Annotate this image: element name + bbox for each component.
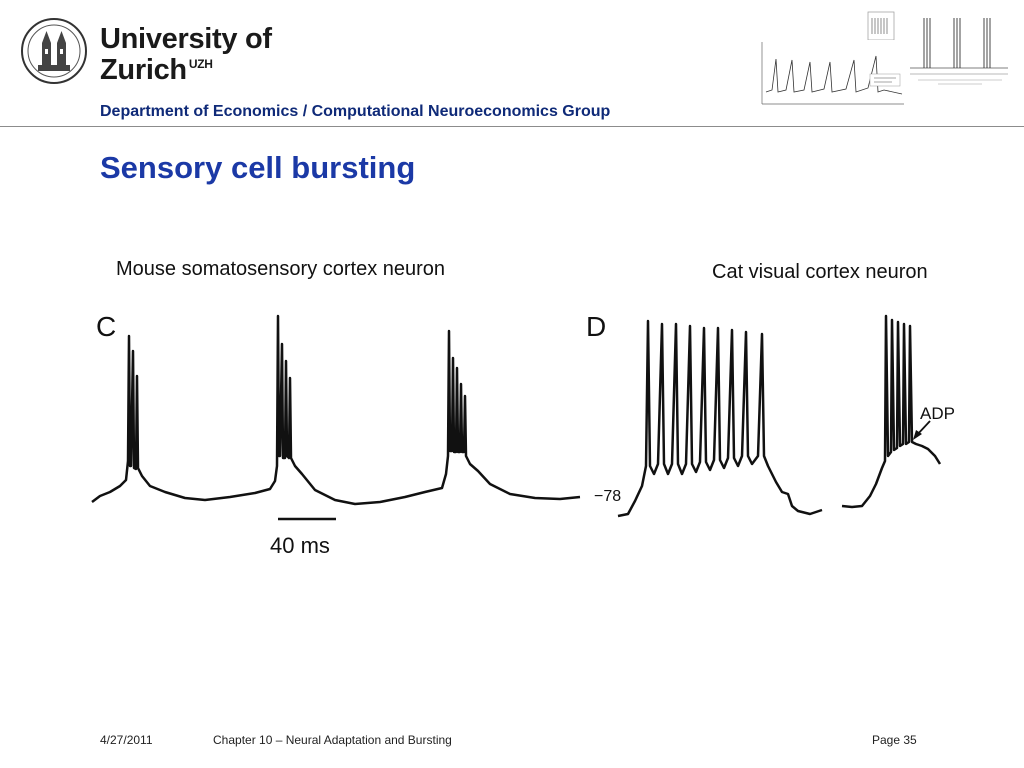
panel-d-trace-left [617, 319, 823, 518]
footer-page-number: Page 35 [872, 733, 917, 747]
header-thumbnail-plots [752, 11, 1008, 112]
adp-arrowhead [913, 430, 922, 440]
panel-c-trace [91, 314, 581, 506]
header-divider [0, 126, 1024, 127]
university-name-zurich: Zurich [100, 54, 187, 86]
voltage-trace-figure: C D −78 ADP 40 ms [91, 311, 955, 558]
university-suffix: UZH [188, 57, 213, 71]
caption-mouse-neuron: Mouse somatosensory cortex neuron [116, 258, 446, 280]
footer-chapter: Chapter 10 – Neural Adaptation and Burst… [213, 733, 452, 747]
slide-title: Sensory cell bursting [100, 150, 416, 185]
adp-label: ADP [920, 404, 955, 423]
panel-d-trace-right [841, 314, 942, 509]
scale-bar-label: 40 ms [270, 533, 330, 558]
university-name-line1: University of [100, 23, 272, 55]
panel-d-label: D [586, 311, 606, 342]
panel-c-label: C [96, 311, 116, 342]
department-name: Department of Economics / Computational … [100, 103, 611, 120]
caption-cat-neuron: Cat visual cortex neuron [712, 261, 928, 283]
voltage-label: −78 [594, 488, 621, 505]
footer-date: 4/27/2011 [100, 733, 153, 747]
university-seal-logo [21, 18, 87, 84]
